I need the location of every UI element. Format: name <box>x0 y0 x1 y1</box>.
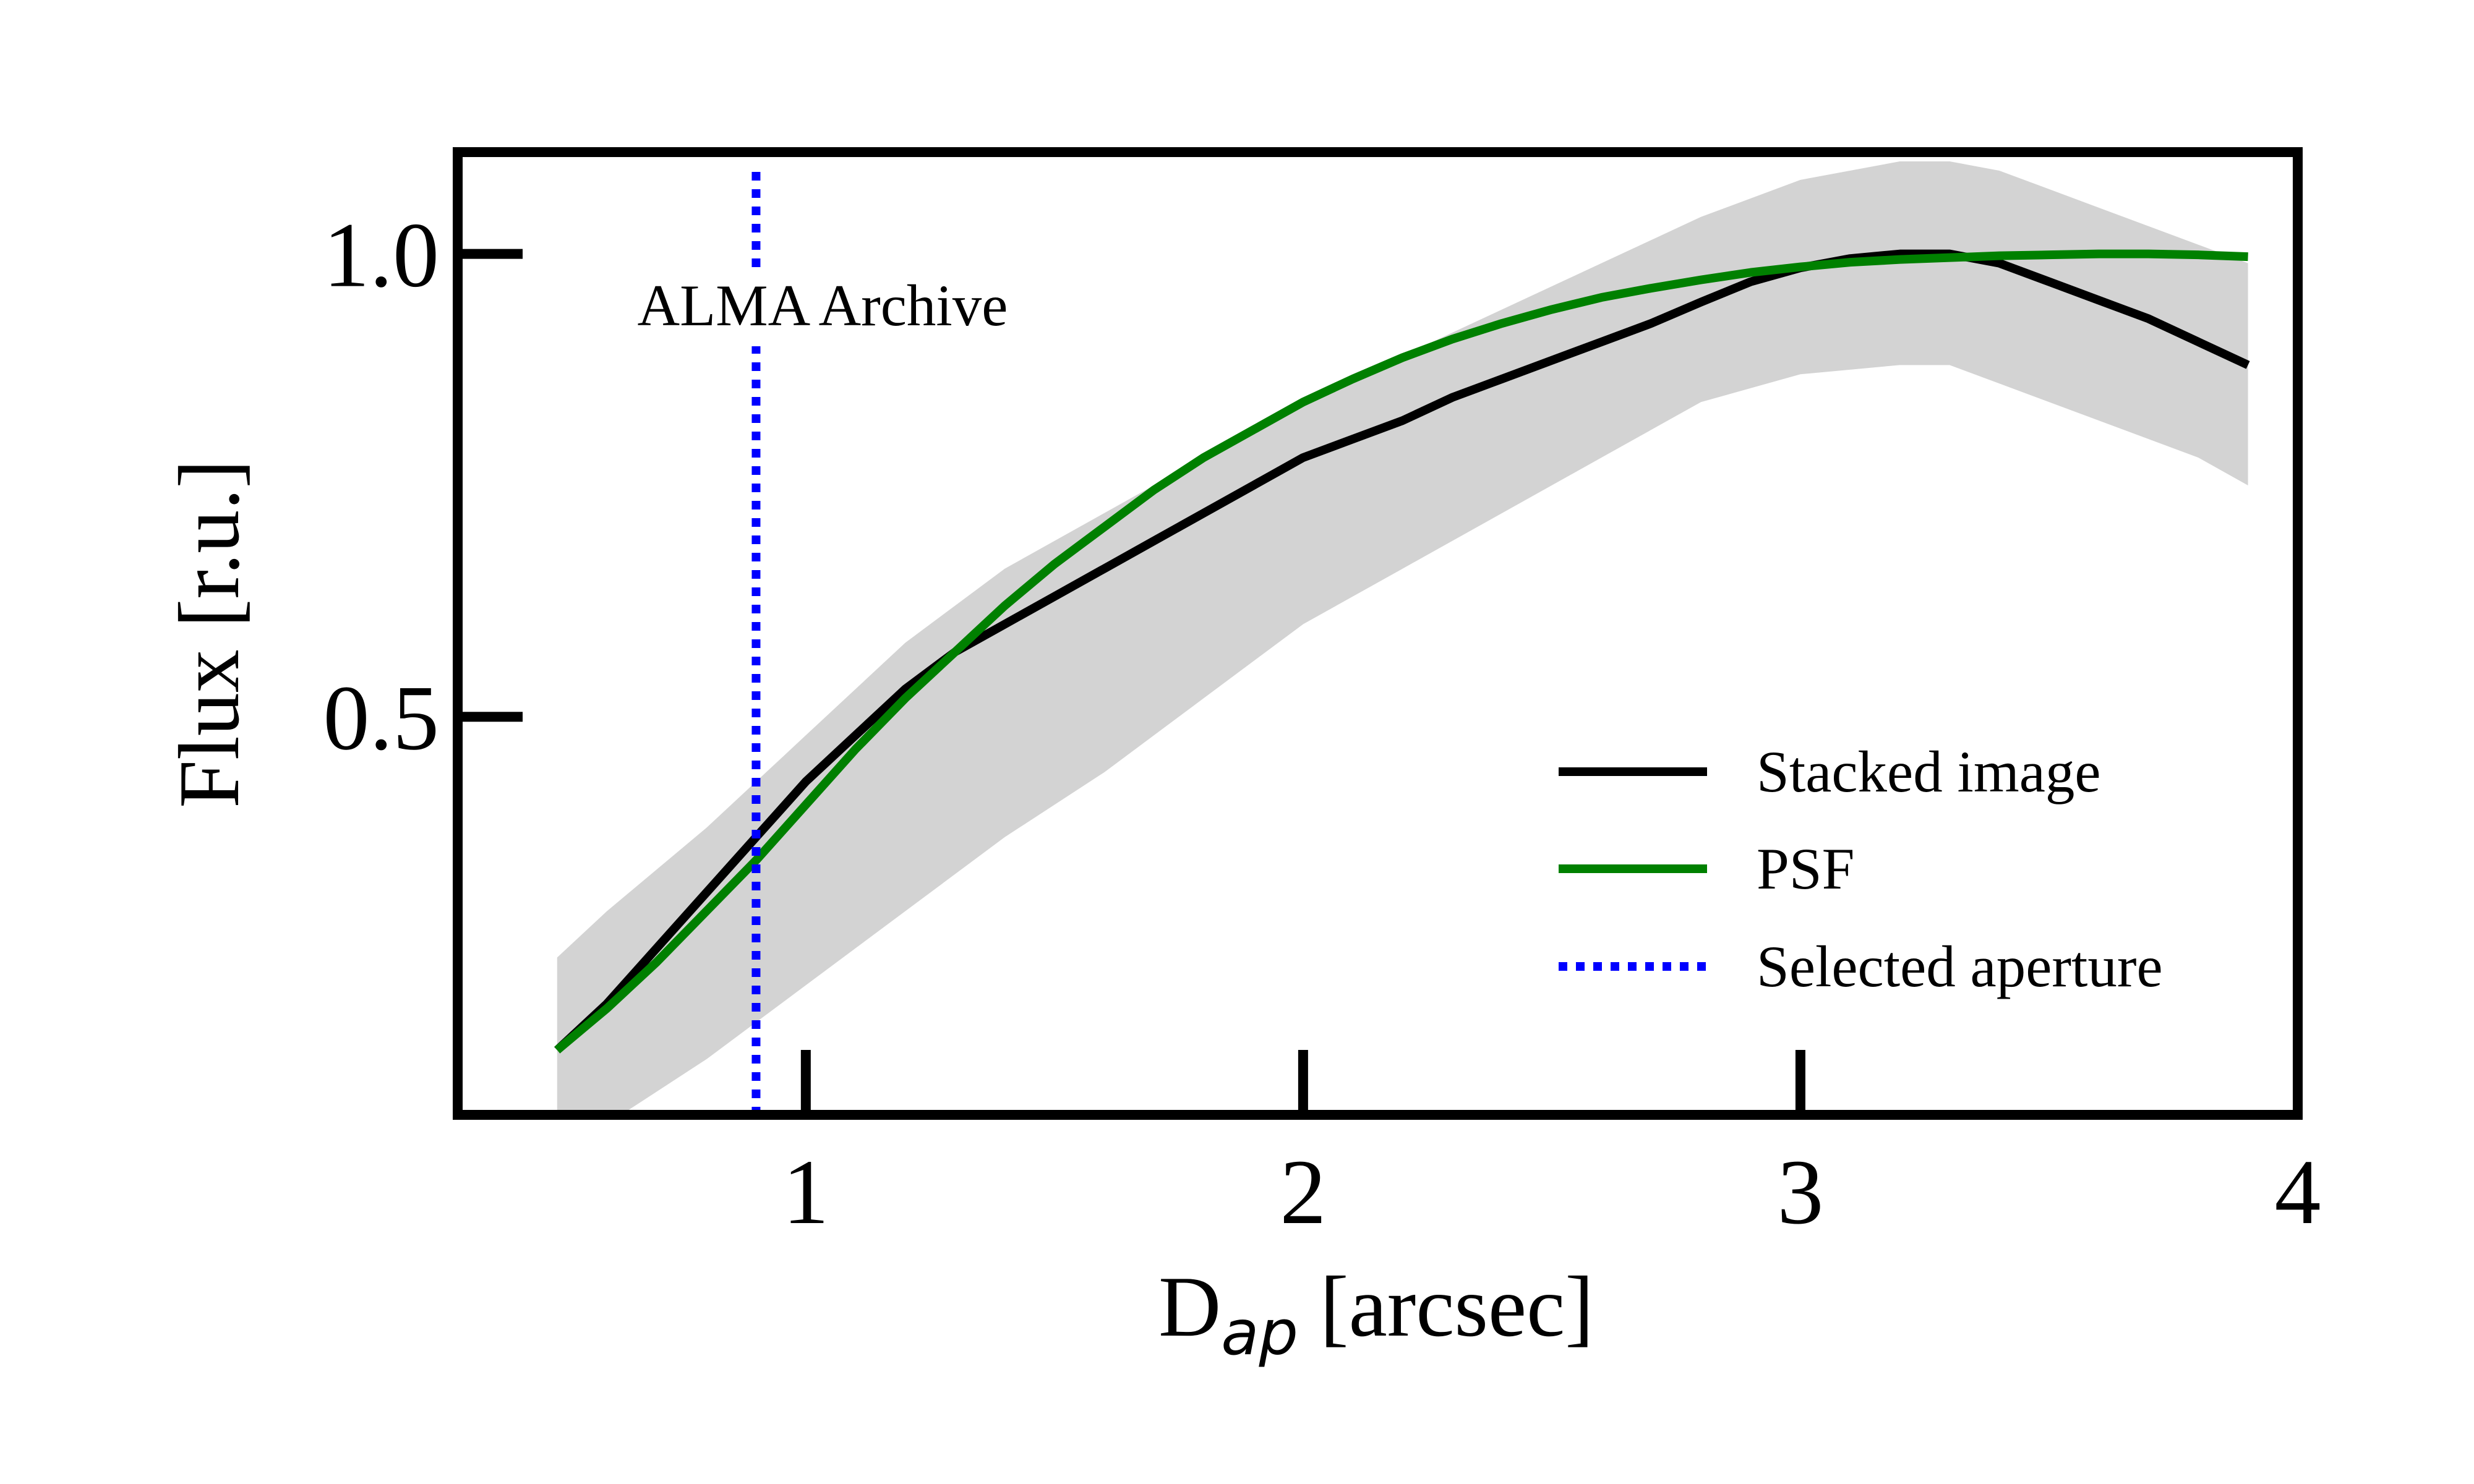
x-tick-label-2: 2 <box>1280 1141 1326 1243</box>
y-tick-label-1.0: 1.0 <box>323 204 440 307</box>
x-tick-label-1: 1 <box>782 1141 829 1243</box>
y-tick-label-0.5: 0.5 <box>323 667 440 769</box>
annotation-background <box>603 272 1048 346</box>
x-tick-label-4: 4 <box>2275 1141 2321 1243</box>
annotation-alma-archive: ALMA Archive <box>638 273 1008 338</box>
ticks-layer: 1 2 3 4 0.5 1.0 <box>323 204 2321 1243</box>
series-layer <box>554 249 2250 1054</box>
x-axis-label-rest: [arcsec] <box>1298 1259 1594 1355</box>
x-axis-label: Dap [arcsec] <box>1158 1259 1594 1369</box>
x-axis-label-sub: ap <box>1221 1297 1298 1369</box>
legend-label-psf: PSF <box>1757 836 1855 902</box>
x-axis-label-main: D <box>1158 1259 1221 1355</box>
series-line-psf <box>554 249 2248 1054</box>
legend: Stacked image PSF Selected aperture <box>1559 739 2163 999</box>
legend-label-selected-aperture: Selected aperture <box>1757 934 2163 999</box>
plot-frame <box>453 147 2303 1120</box>
legend-label-stacked-image: Stacked image <box>1757 739 2101 804</box>
y-axis-label: Flux [r.u.] <box>161 459 257 808</box>
x-tick-label-3: 3 <box>1777 1141 1823 1243</box>
